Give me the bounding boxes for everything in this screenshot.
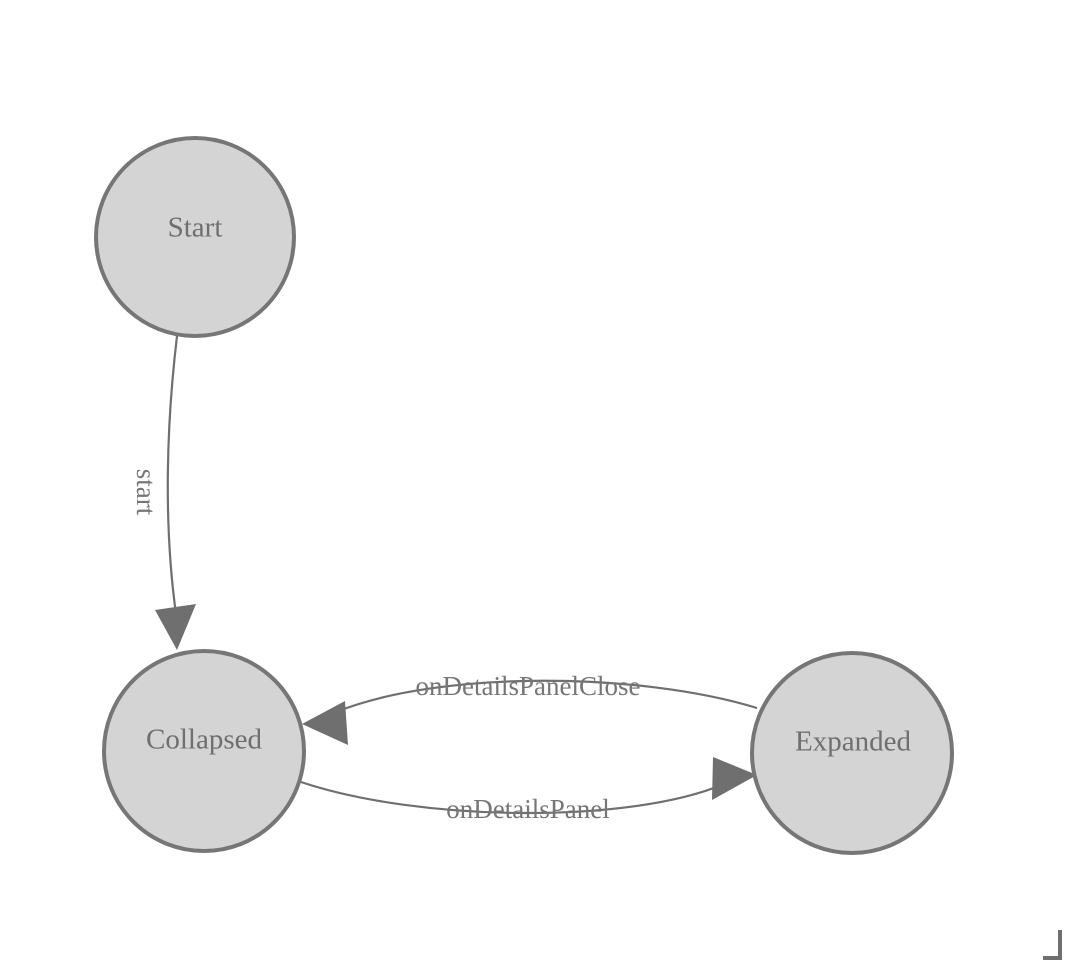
state-node-collapsed-label: Collapsed [146, 724, 262, 756]
edge-expanded-to-collapsed[interactable]: onDetailsPanelClose [302, 671, 758, 745]
edge-label-on-details-panel: onDetailsPanel [446, 794, 609, 824]
edge-start-to-collapsed-arrowhead [155, 604, 196, 650]
edge-label-start: start [131, 469, 161, 516]
state-node-expanded[interactable]: Expanded [750, 651, 954, 855]
edge-start-to-collapsed[interactable]: start [131, 335, 196, 650]
state-node-collapsed[interactable]: Collapsed [102, 649, 306, 853]
edge-collapsed-to-expanded-path [300, 780, 725, 815]
state-node-collapsed-circle [102, 649, 306, 853]
resize-corner-mark-icon[interactable] [1043, 930, 1062, 960]
state-node-start[interactable]: Start [94, 136, 296, 338]
edge-label-on-details-panel-close: onDetailsPanelClose [416, 671, 641, 701]
edge-expanded-to-collapsed-arrowhead [302, 701, 348, 745]
edge-collapsed-to-expanded[interactable]: onDetailsPanel [300, 757, 757, 824]
edge-expanded-to-collapsed-path [335, 679, 758, 714]
state-node-expanded-circle [750, 651, 954, 855]
edge-collapsed-to-expanded-arrowhead [712, 757, 757, 800]
state-node-start-label: Start [168, 212, 223, 244]
edge-start-to-collapsed-path [166, 335, 179, 615]
state-node-expanded-label: Expanded [795, 726, 911, 758]
state-node-start-circle [94, 136, 296, 338]
